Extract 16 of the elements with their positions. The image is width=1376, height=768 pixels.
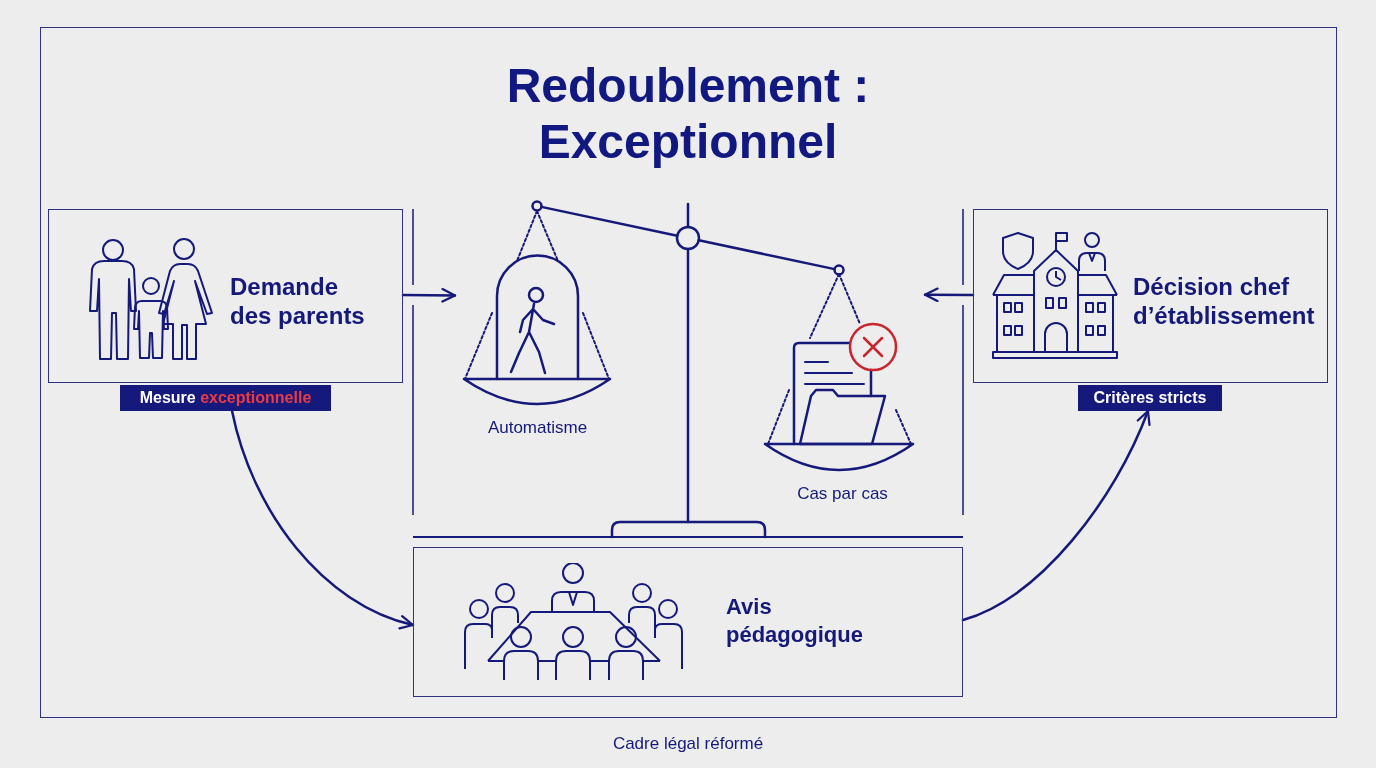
tag-label: Mesure exceptionnelle (120, 385, 331, 411)
curved-arrow (230, 409, 415, 629)
card-heading: Demande des parents (230, 272, 366, 330)
card-heading: Avis pédagogique (726, 593, 864, 649)
info-card (973, 209, 1328, 383)
tag-label: Critères stricts (1078, 385, 1222, 411)
diagram-title: Redoublement : Exceptionnel (505, 58, 871, 170)
pan-label: Automatisme (487, 418, 588, 438)
info-card (48, 209, 403, 383)
info-card (413, 547, 963, 697)
caption: Cadre légal réformé (612, 733, 764, 755)
card-heading: Décision chef d’établissement (1133, 272, 1316, 330)
arrow (401, 287, 457, 303)
arrow (923, 287, 975, 303)
pan-label: Cas par cas (797, 484, 888, 504)
curved-arrow (961, 409, 1151, 622)
